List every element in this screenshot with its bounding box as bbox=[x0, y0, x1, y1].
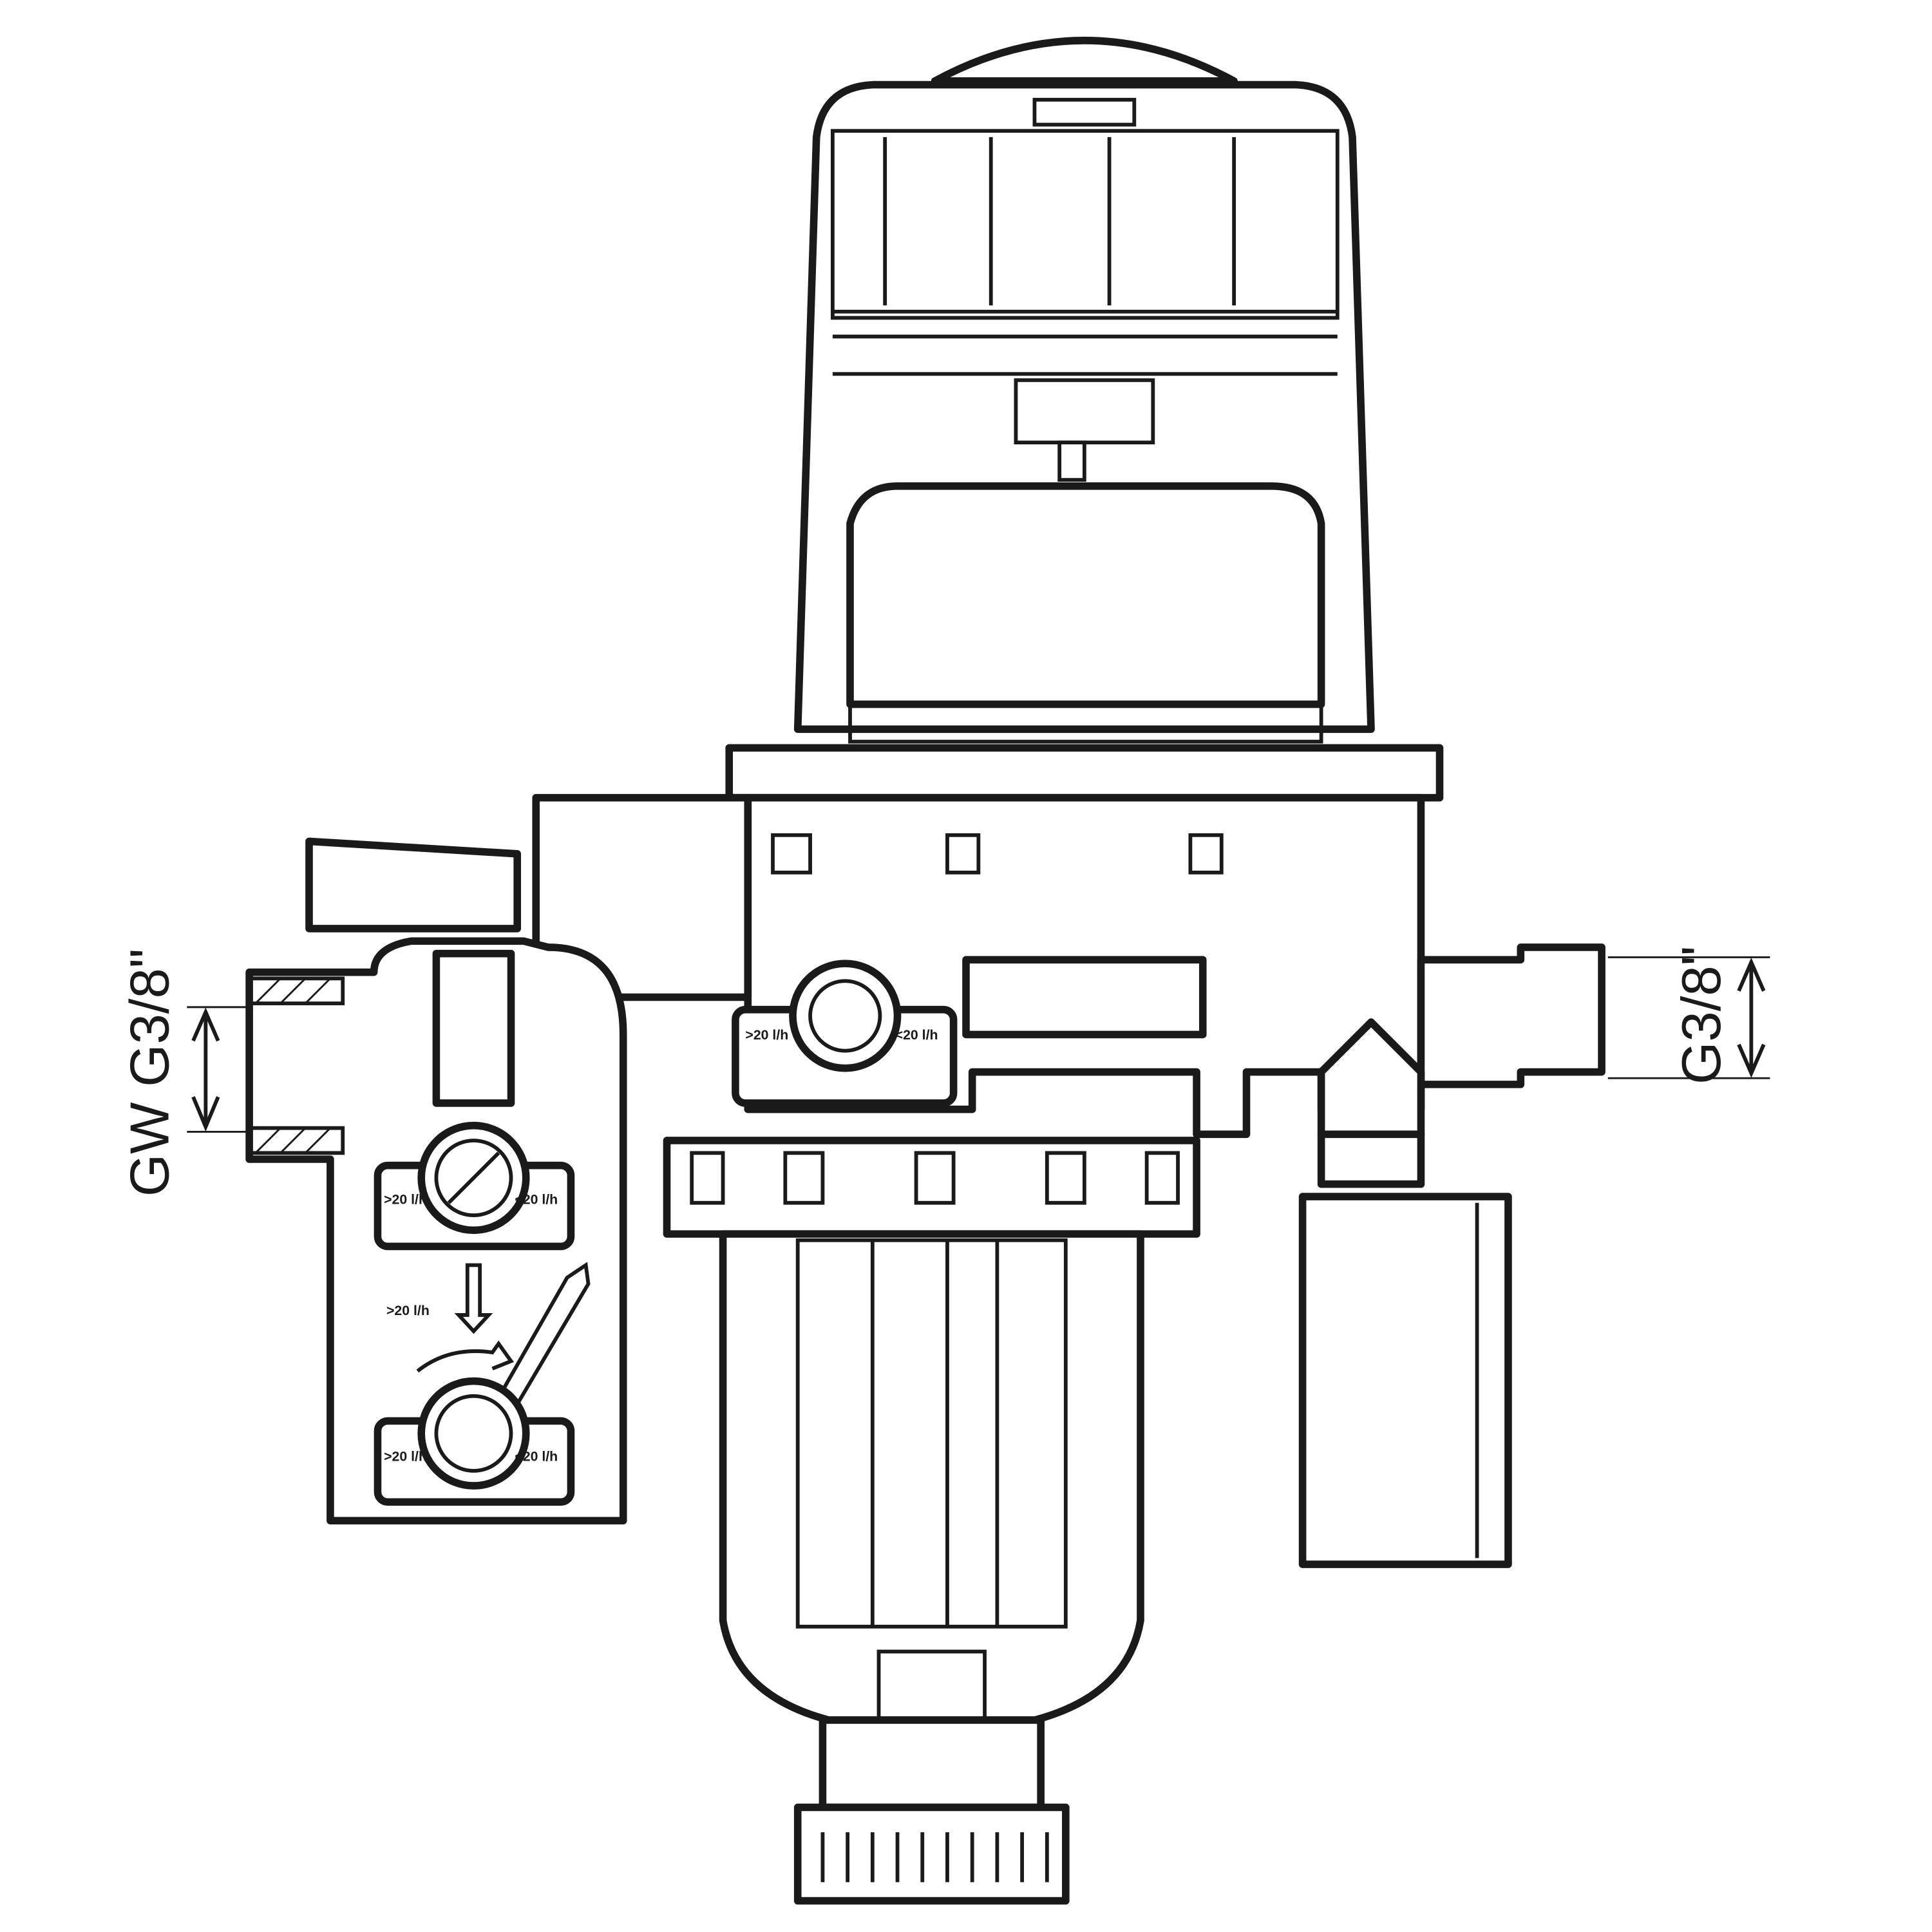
rotate-arrow-icon bbox=[416, 1340, 515, 1373]
outlet-dimension: G3/8" bbox=[1607, 946, 1770, 1084]
inlet-dimension: GW G3/8" bbox=[119, 949, 250, 1197]
step1-flow-above: >20 l/h bbox=[384, 1192, 427, 1208]
screwdriver-icon bbox=[490, 1262, 591, 1416]
step2-flow-below: <20 l/h bbox=[515, 1448, 558, 1464]
instruction-flow-label: >20 l/h bbox=[386, 1303, 430, 1318]
filter-bowl bbox=[663, 1137, 1200, 1905]
valve-indicator-step1: >20 l/h <20 l/h bbox=[374, 1121, 575, 1251]
flow-below-label: <20 l/h bbox=[895, 1027, 938, 1043]
sensor-box bbox=[1298, 1193, 1512, 1568]
deaerator-housing bbox=[793, 37, 1375, 744]
step2-flow-above: >20 l/h bbox=[384, 1448, 427, 1464]
step1-flow-below: <20 l/h bbox=[515, 1192, 558, 1208]
valve-indicator-step2: >20 l/h <20 l/h bbox=[374, 1377, 575, 1506]
down-arrow-icon bbox=[454, 1263, 493, 1334]
valve-indicator-main[interactable]: >20 l/h <20 l/h bbox=[732, 960, 958, 1107]
outlet-size-label: G3/8" bbox=[1671, 946, 1732, 1084]
inlet-size-label: GW G3/8" bbox=[119, 949, 180, 1197]
flow-above-label: >20 l/h bbox=[745, 1027, 788, 1043]
valve-body bbox=[245, 744, 1444, 1525]
outlet-fitting bbox=[1317, 943, 1605, 1188]
